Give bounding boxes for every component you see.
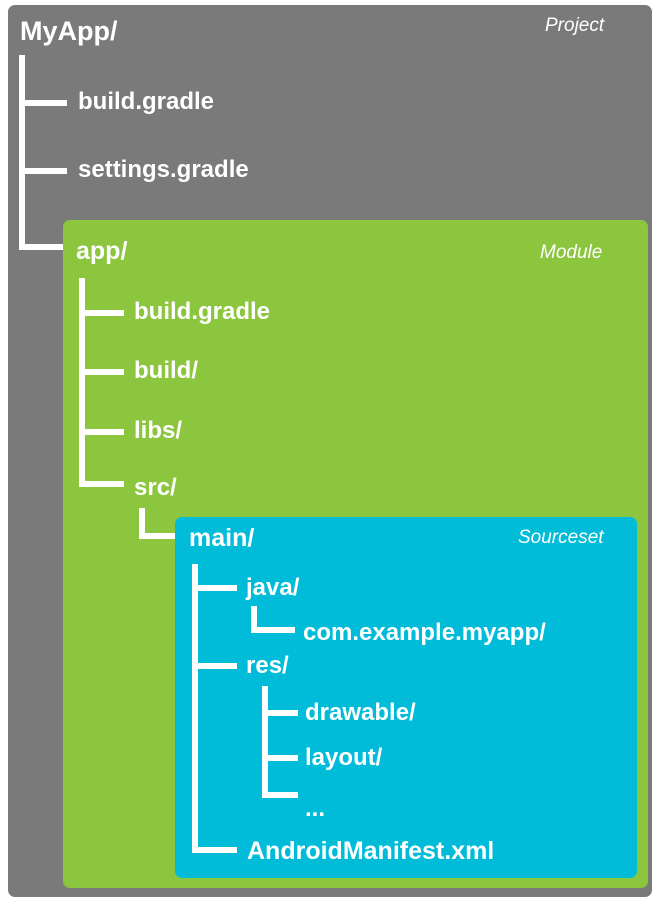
java-to-package-branch — [251, 627, 295, 633]
project-trunk — [19, 55, 25, 250]
src-to-main-branch — [139, 533, 182, 539]
node-project-build-gradle: build.gradle — [78, 88, 215, 115]
node-java: java/ — [246, 574, 300, 601]
module-branch-src — [79, 481, 124, 487]
node-main: main/ — [189, 524, 255, 552]
src-to-main-elbow — [139, 508, 145, 539]
project-branch-settings-gradle — [19, 168, 67, 174]
sourceset-branch-manifest — [192, 847, 237, 853]
module-role-label: Module — [540, 242, 603, 263]
node-module-libs: libs/ — [134, 417, 183, 444]
sourceset-role-label: Sourceset — [518, 527, 604, 548]
sourceset-branch-res — [192, 663, 237, 669]
project-role-label: Project — [545, 15, 605, 36]
module-branch-build-gradle — [79, 310, 124, 316]
sourceset-trunk — [192, 564, 198, 853]
module-branch-build-dir — [79, 369, 124, 375]
node-module-src: src/ — [134, 474, 177, 501]
res-branch-layout — [262, 755, 298, 761]
sourceset-panel — [175, 517, 637, 878]
module-trunk — [79, 278, 85, 487]
java-to-package-elbow — [251, 606, 257, 633]
node-layout: layout/ — [305, 744, 383, 771]
node-module-build-gradle: build.gradle — [134, 298, 271, 325]
sourceset-branch-java — [192, 585, 237, 591]
project-branch-app — [19, 244, 67, 250]
res-branch-drawable — [262, 710, 298, 716]
node-package: com.example.myapp/ — [303, 619, 546, 646]
node-ellipsis: ... — [305, 795, 326, 822]
node-android-manifest: AndroidManifest.xml — [247, 837, 495, 865]
node-app: app/ — [76, 237, 128, 265]
node-module-build-dir: build/ — [134, 357, 198, 384]
module-branch-libs — [79, 429, 124, 435]
node-project-settings-gradle: settings.gradle — [78, 156, 249, 183]
node-drawable: drawable/ — [305, 699, 416, 726]
node-res: res/ — [246, 652, 289, 679]
res-trunk — [262, 686, 268, 798]
project-branch-build-gradle — [19, 100, 67, 106]
node-myapp: MyApp/ — [20, 16, 118, 46]
res-branch-ellipsis — [262, 792, 298, 798]
